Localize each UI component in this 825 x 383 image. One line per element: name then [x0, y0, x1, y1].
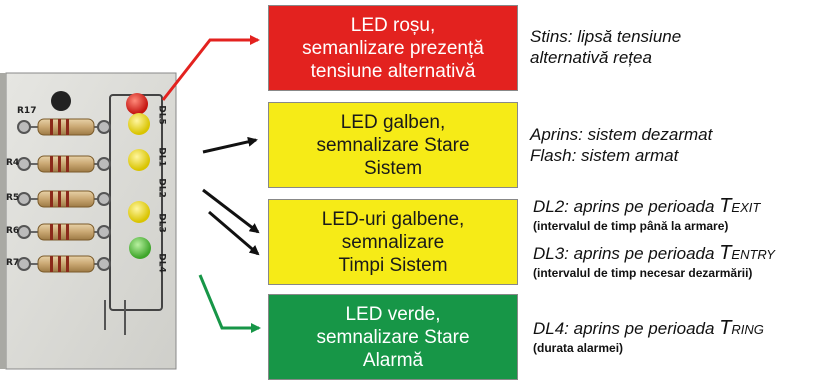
note-dl4-detail: (durata alarmei): [533, 341, 624, 355]
note-dl3-term-first: T: [719, 242, 732, 264]
box-yellow1-line-1: LED galben,: [340, 111, 446, 133]
pcb-label-r6: R6: [6, 226, 20, 236]
arrow-red: [161, 35, 260, 101]
box-red-line-2: semanlizare prezență: [302, 37, 484, 59]
box-yellow2-line-1: LED-uri galbene,: [321, 208, 465, 230]
pcb-component: [51, 91, 71, 111]
pcb-label-r17: R17: [17, 106, 37, 116]
box-red-line-1: LED roșu,: [350, 14, 436, 36]
led-red: [126, 93, 148, 115]
note-dl2: DL2: aprins pe perioada TEXIT (intervalu…: [533, 196, 760, 234]
note-red-line-1: Stins: lipsă tensiune: [530, 27, 682, 46]
note-red-line-2: alternativă rețea: [530, 48, 652, 67]
box-led-red: LED roșu, semanlizare prezență tensiune …: [268, 5, 518, 91]
box-led-green: LED verde, semnalizare Stare Alarmă: [268, 294, 518, 380]
note-dl3-term-rest: ENTRY: [731, 247, 775, 262]
led-yellow-2: [128, 149, 150, 171]
note-dl2-prefix: DL2: aprins pe perioada: [533, 197, 720, 216]
note-dl4: DL4: aprins pe perioada TRING (durata al…: [533, 318, 764, 356]
note-dl3-detail: (intervalul de timp necesar dezarmării): [533, 266, 753, 280]
note-dl2-term-first: T: [719, 195, 732, 217]
box-yellow1-line-2: semnalizare Stare: [316, 134, 470, 156]
led-green: [129, 237, 151, 259]
box-yellow1-line-3: Sistem: [363, 157, 423, 179]
led-yellow-3: [128, 201, 150, 223]
note-dl2-detail: (intervalul de timp până la armare): [533, 219, 729, 233]
arrow-black-1: [202, 136, 258, 154]
box-green-line-2: semnalizare Stare: [316, 326, 470, 348]
note-dl3: DL3: aprins pe perioada TENTRY (interval…: [533, 243, 775, 281]
note-yellow1-line-2: Flash: sistem armat: [530, 146, 679, 165]
pcb-label-r5: R5: [6, 193, 20, 203]
note-yellow-status: Aprins: sistem dezarmat Flash: sistem ar…: [530, 124, 712, 166]
note-dl4-prefix: DL4: aprins pe perioada: [533, 319, 720, 338]
arrow-black-3: [208, 210, 260, 256]
box-led-yellow-status: LED galben, semnalizare Stare Sistem: [268, 102, 518, 188]
box-green-line-1: LED verde,: [345, 303, 441, 325]
box-yellow2-line-2: semnalizare: [341, 231, 445, 253]
led-yellow-1: [128, 113, 150, 135]
note-dl2-term-rest: EXIT: [731, 200, 761, 215]
note-yellow1-line-1: Aprins: sistem dezarmat: [530, 125, 713, 144]
box-led-yellow-times: LED-uri galbene, semnalizare Timpi Siste…: [268, 199, 518, 285]
note-dl4-term-first: T: [719, 317, 732, 339]
pcb-label-r7: R7: [6, 258, 20, 268]
box-red-line-3: tensiune alternativă: [310, 60, 476, 82]
pcb-photo: [0, 72, 177, 370]
note-dl3-prefix: DL3: aprins pe perioada: [533, 244, 720, 263]
pcb-label-r4: R4: [6, 158, 20, 168]
note-dl4-term-rest: RING: [731, 322, 764, 337]
box-yellow2-line-3: Timpi Sistem: [338, 254, 448, 276]
note-red: Stins: lipsă tensiune alternativă rețea: [530, 26, 681, 68]
arrow-green: [198, 274, 261, 333]
arrow-black-2: [202, 188, 260, 234]
box-green-line-3: Alarmă: [362, 349, 424, 371]
